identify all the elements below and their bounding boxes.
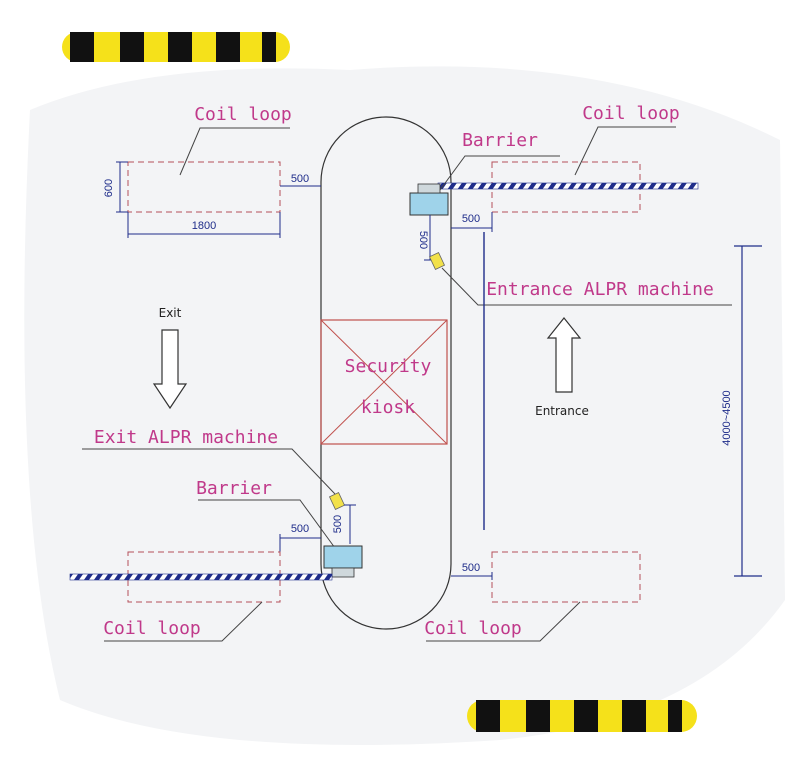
coil-loop-label-bottom-right: Coil loop — [424, 618, 522, 639]
dim-gap-top-left: 500 — [291, 173, 309, 185]
barrier-top — [409, 183, 449, 216]
dim-gap-top-right: 500 — [462, 213, 480, 225]
dimension-lines-bottom-right — [451, 572, 493, 580]
dim-coil-height: 600 — [103, 179, 115, 197]
entrance-arrow-icon — [546, 317, 582, 393]
exit-alpr-camera — [328, 492, 346, 510]
leader-barrier-bottom — [198, 499, 336, 549]
exit-label: Exit — [159, 306, 182, 320]
leader-coil-bottom-left — [104, 601, 263, 642]
exit-arrow-icon — [152, 329, 188, 410]
dim-gap-bottom-right: 500 — [462, 562, 480, 574]
dim-coil-width: 1800 — [192, 220, 216, 232]
leader-entrance-alpr — [441, 267, 732, 306]
dim-gap-bottom-left: 500 — [291, 523, 309, 535]
entrance-alpr-label: Entrance ALPR machine — [486, 279, 714, 300]
coil-loop-label-top-left: Coil loop — [194, 104, 292, 125]
leader-coil-top-left — [179, 127, 290, 176]
coil-loop-label-bottom-left: Coil loop — [103, 618, 201, 639]
barrier-bottom — [323, 545, 363, 578]
barrier-arm-bottom — [69, 573, 333, 581]
dim-gap-top-vertical: 500 — [417, 231, 429, 249]
coil-loop-top-left — [127, 161, 281, 213]
speed-bump-bottom — [467, 700, 697, 732]
dimension-lines-bottom-left — [279, 504, 356, 552]
leader-coil-bottom-right — [426, 601, 581, 642]
security-kiosk — [320, 319, 448, 445]
entrance-alpr-camera — [428, 252, 446, 270]
dimension-lines-top-left — [116, 161, 321, 238]
entrance-label: Entrance — [535, 404, 589, 418]
barrier-label-top: Barrier — [462, 130, 538, 151]
leader-barrier-top — [439, 155, 560, 191]
dimension-lines-top-right — [424, 212, 493, 261]
speed-bump-top — [62, 32, 290, 62]
barrier-arm-top — [437, 182, 699, 190]
dim-lane-width: 4000~4500 — [721, 390, 733, 445]
kiosk-label-line1: Security — [345, 356, 432, 377]
kiosk-label-line2: kiosk — [361, 397, 415, 418]
dimension-lane-width — [734, 245, 762, 577]
leader-exit-alpr — [82, 448, 336, 495]
barrier-label-bottom: Barrier — [196, 478, 272, 499]
coil-loop-label-top-right: Coil loop — [582, 103, 680, 124]
dim-gap-bottom-vertical: 500 — [332, 515, 344, 533]
leader-coil-top-right — [574, 126, 676, 176]
coil-loop-bottom-left — [127, 551, 281, 603]
exit-alpr-label: Exit ALPR machine — [94, 427, 278, 448]
